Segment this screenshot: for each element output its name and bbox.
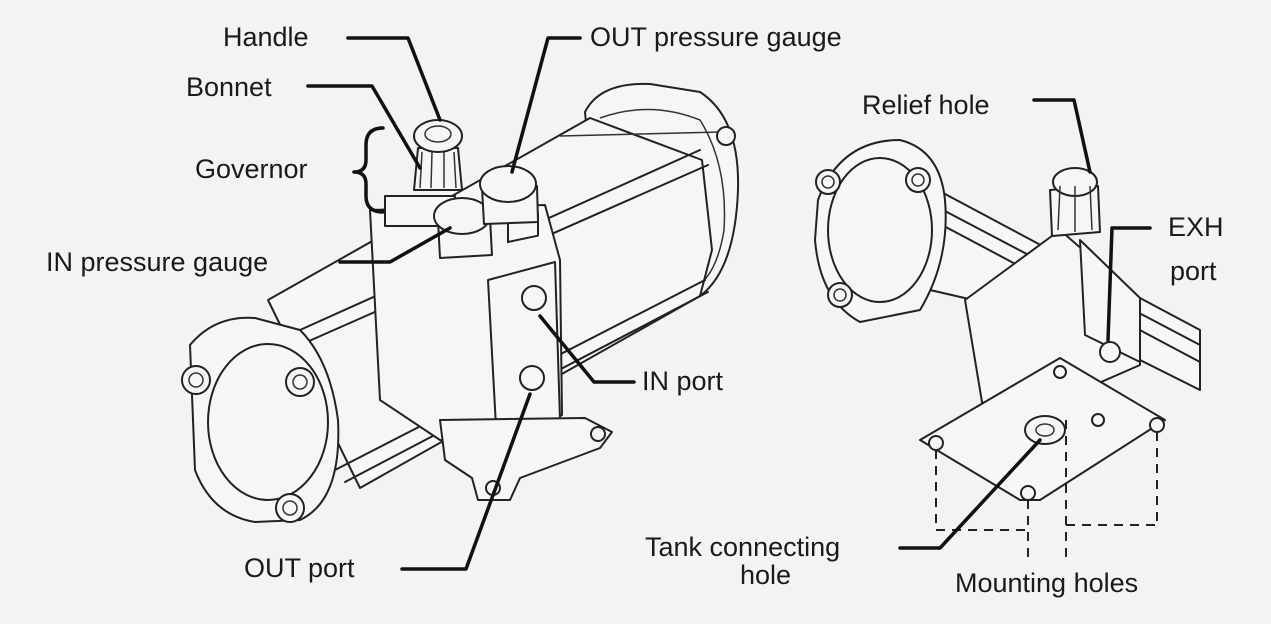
relief-hole-leader [1032,98,1092,174]
tank-hole-leader [898,438,1042,550]
bonnet-leader [306,84,422,170]
in-gauge-leader [338,226,452,264]
tank-connecting-hole-label-line2: hole [740,560,792,590]
handle-leader [346,36,442,122]
mounting-holes-label: Mounting holes [955,568,1139,598]
handle-label: Handle [223,22,309,52]
out-gauge-leader [510,36,582,174]
relief-hole-label: Relief hole [862,90,990,120]
out-pressure-gauge [479,165,539,225]
mounting-foot [439,417,613,501]
leader-lines [306,36,1152,571]
front-cylinder-face [207,343,329,501]
bonnet-label: Bonnet [186,72,272,102]
governor-label: Governor [195,154,308,184]
exh-port-hole [1099,341,1121,363]
exh-port-leader [1106,226,1152,342]
out-port-label: OUT port [244,553,355,583]
out-pressure-gauge-label: OUT pressure gauge [590,22,842,52]
governor-brace [352,126,385,214]
tank-connecting-hole-mark [1024,415,1066,445]
in-pressure-gauge-label: IN pressure gauge [46,247,269,277]
mounting-hole-guides [935,420,1158,560]
out-port-leader [400,392,532,571]
in-port-leader [538,314,636,384]
handle [413,119,463,153]
right-cap-bolts [815,167,931,308]
front-cap-bolts [181,365,315,523]
right-booster-illustration [814,139,1201,560]
left-booster-illustration [181,82,740,523]
in-port-label: IN port [642,366,724,396]
exh-port-label-line1: EXH [1168,212,1224,242]
tank-connecting-hole-label-line1: Tank connecting [645,532,841,562]
exh-port-label-line2: port [1170,256,1217,286]
